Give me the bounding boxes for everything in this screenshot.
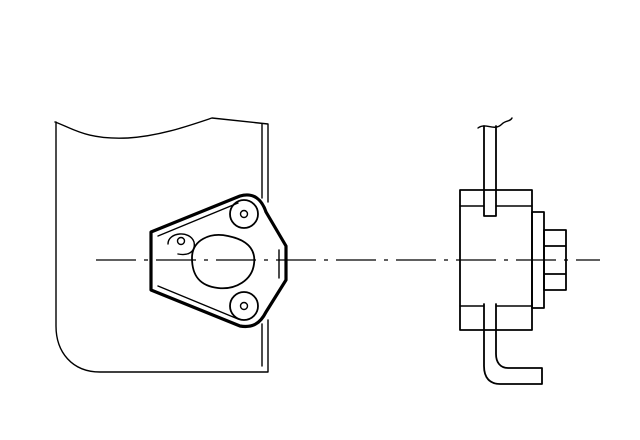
hex-nut [543,229,567,291]
flange-inner-rim [157,202,280,320]
left-boss-outline [167,233,195,256]
triangular-flange [149,193,288,329]
central-hub [191,234,256,290]
left-bolt-hole [176,236,186,246]
bottom-bolt-hole [239,301,249,311]
top-bolt-boss [229,199,259,229]
top-bolt-hole [239,209,249,219]
lower-rod [483,303,543,385]
mount-side-view [459,117,567,385]
clamp-block [459,189,533,331]
upper-rod-break [477,117,513,129]
panel-outline [54,117,269,373]
upper-rod [483,125,497,217]
bracket-plate-front-view [54,117,288,373]
bottom-bolt-boss [229,291,259,321]
